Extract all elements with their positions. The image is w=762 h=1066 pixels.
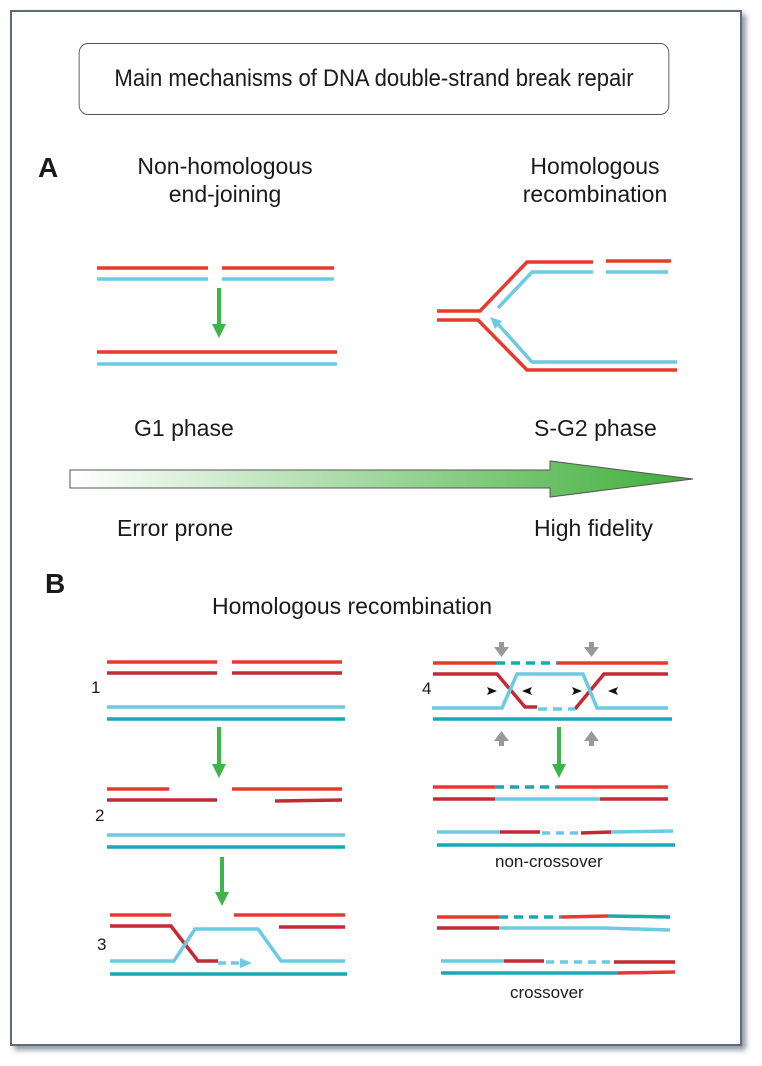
fidelity-error-prone: Error prone — [117, 515, 234, 541]
fidelity-gradient-arrow — [69, 460, 694, 498]
phase-s-g2: S-G2 phase — [534, 415, 657, 441]
step-3-diagram — [110, 913, 347, 976]
hr-blue-lower — [495, 321, 677, 364]
hr-title-line1: Homologous — [530, 153, 660, 179]
panel-a-label: A — [38, 152, 59, 183]
gray-arrow-down-icon — [494, 642, 509, 657]
panel-b-title: Homologous recombination — [212, 593, 492, 619]
gray-arrow-down-icon — [584, 642, 599, 657]
black-arrow-left-icon — [608, 687, 618, 695]
nhej-title-line1: Non-homologous — [137, 153, 313, 179]
figure-frame — [10, 10, 742, 1046]
step-3-label: 3 — [97, 935, 107, 954]
nhej-title-line2: end-joining — [168, 181, 282, 207]
fidelity-high: High fidelity — [534, 515, 653, 541]
gray-cleavage-arrows — [494, 642, 599, 746]
nhej-repaired-dna — [97, 350, 337, 366]
nhej-broken-dna — [97, 266, 334, 281]
figure-title: Main mechanisms of DNA double-strand bre… — [78, 43, 670, 115]
nhej-green-arrow-icon — [212, 288, 226, 338]
nhej-title: Non-homologous end-joining — [110, 152, 340, 208]
hr-fork — [437, 259, 677, 372]
crossover-label: crossover — [510, 983, 584, 1002]
step-2-diagram — [107, 787, 345, 849]
step-4-diagram — [432, 661, 672, 721]
step-3-extension-arrowhead-icon — [240, 958, 252, 968]
step-1-to-2-arrow-icon — [212, 727, 226, 778]
step-2-label: 2 — [95, 806, 105, 825]
crossover-diagram — [437, 914, 676, 975]
hr-red-upper — [437, 260, 593, 313]
step-1-diagram — [107, 660, 345, 721]
step-4-to-outcomes-arrow-icon — [552, 727, 566, 778]
non-crossover-label: non-crossover — [495, 852, 603, 871]
figure-title-text: Main mechanisms of DNA double-strand bre… — [114, 65, 634, 92]
panel-b-label: B — [45, 568, 66, 599]
gray-arrow-up-icon — [584, 731, 599, 746]
hr-title: Homologous recombination — [480, 152, 710, 208]
hr-extension-arrowhead-icon — [490, 317, 502, 329]
phase-g1: G1 phase — [134, 415, 234, 441]
hr-blue-upper — [496, 270, 593, 310]
black-arrow-right-icon — [572, 687, 582, 695]
step-2-to-3-arrow-icon — [215, 857, 229, 906]
step-1-label: 1 — [91, 678, 101, 697]
step-4-label: 4 — [422, 679, 432, 698]
gray-arrow-up-icon — [494, 731, 509, 746]
non-crossover-diagram — [433, 785, 675, 847]
hr-title-line2: recombination — [522, 181, 668, 207]
black-arrow-left-icon — [522, 687, 532, 695]
black-arrow-right-icon — [487, 687, 497, 695]
hr-red-lower — [437, 318, 677, 372]
holliday-junction-arrows — [487, 687, 618, 695]
